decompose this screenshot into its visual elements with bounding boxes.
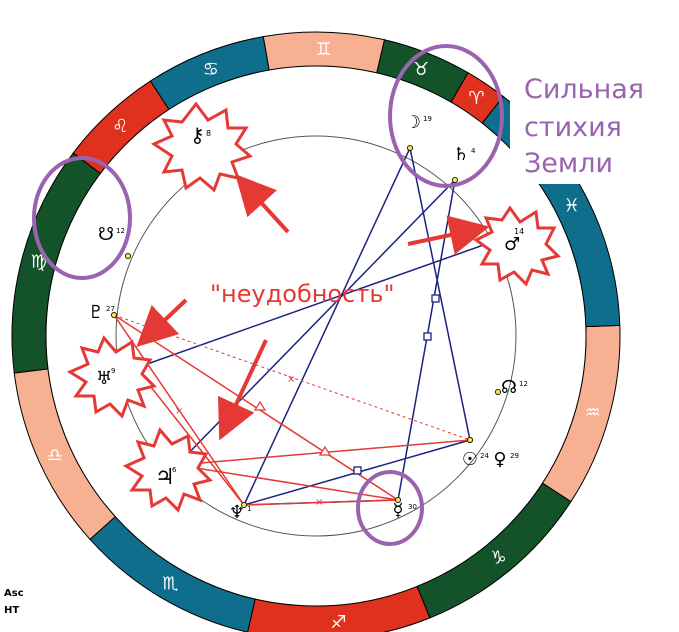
planet-marker-saturn [451, 176, 458, 183]
uranus-glyph: ♅ [96, 368, 112, 389]
planet-glyph-sun: ☉ [462, 449, 478, 470]
jupiter-degree: 6 [172, 466, 177, 474]
square-aspect-marker [431, 294, 440, 303]
ht-label: HT [4, 605, 20, 616]
aspect-line [243, 147, 411, 506]
planet-marker-moon [406, 144, 413, 151]
mars-glyph: ♂ [504, 234, 520, 255]
planet-glyph-neptune: ♆ [229, 502, 245, 523]
zodiac-glyph-gemini: ♊ [315, 39, 331, 60]
trine-aspect-marker [253, 400, 267, 411]
quincunx-marker: × [175, 406, 183, 417]
aspect-line [135, 241, 493, 369]
discomfort-label: "неудобность" [210, 280, 395, 308]
highlight-circle-virgo [32, 156, 132, 280]
zodiac-glyph-cancer: ♋ [203, 59, 219, 80]
planet-glyph-node-south: ☊ [501, 377, 517, 398]
uranus-degree: 9 [111, 367, 115, 375]
zodiac-glyph-libra: ♎ [47, 445, 63, 466]
planet-glyph-venus: ♀ [493, 449, 506, 470]
jupiter-glyph: ♃ [155, 465, 175, 490]
starburst-jupiter [122, 427, 213, 513]
chiron-degree: 8 [206, 129, 211, 138]
planet-degree-venus: 29 [510, 452, 519, 460]
planet-degree-mercury: 30 [408, 503, 417, 511]
zodiac-glyph-sagittarius: ♐ [330, 612, 346, 632]
starburst-chiron [150, 101, 253, 193]
starburst-uranus [66, 335, 157, 419]
square-aspect-marker [423, 332, 432, 341]
inner-circle-outer [45, 65, 587, 607]
arrow [136, 298, 188, 348]
zodiac-glyph-aries: ♈ [468, 88, 484, 109]
planet-marker-node-south [494, 388, 501, 395]
planet-marker-pluto [111, 311, 118, 318]
zodiac-glyph-pisces: ♓ [564, 196, 580, 217]
aspect-line [135, 367, 245, 506]
quincunx-marker: × [315, 497, 323, 508]
planet-glyph-saturn: ♄ [453, 144, 469, 165]
zodiac-glyph-leo: ♌ [112, 116, 128, 137]
arrows [136, 174, 490, 441]
mars-degree: 14 [514, 227, 524, 236]
planet-degree-neptune: 1 [247, 505, 251, 513]
highlight-circle-mercury [356, 470, 424, 546]
zodiac-glyph-virgo: ♍ [31, 252, 47, 273]
planet-degree-pluto: 27 [106, 305, 115, 313]
planet-glyph-moon: ☽ [405, 112, 421, 133]
planet-glyph-node-north: ☋ [98, 224, 114, 245]
earth-note-line-3: Земли [524, 148, 614, 179]
planet-degree-sun: 24 [480, 452, 489, 460]
asc-label: Asc [4, 588, 24, 599]
arrow [235, 174, 290, 234]
zodiac-glyph-capricorn: ♑ [490, 547, 506, 568]
aspect-line [113, 314, 245, 506]
aspect-line [243, 499, 399, 506]
highlight-circle-taurus [388, 44, 504, 188]
arrow [217, 339, 268, 441]
planet-marker-venus [466, 436, 473, 443]
quincunx-marker: × [287, 374, 295, 385]
square-aspect-marker [353, 466, 362, 475]
planet-marker-neptune [240, 501, 247, 508]
zodiac-glyph-taurus: ♉ [413, 59, 429, 80]
planet-marker-node-north [125, 252, 132, 259]
planet-glyph-pluto: ♇ [88, 302, 104, 323]
zodiac-glyph-scorpio: ♏ [162, 573, 178, 594]
earth-note: Сильная стихия Земли [510, 64, 668, 184]
zodiac-glyph-aquarius: ♒ [584, 403, 600, 424]
planet-degree-node-north: 12 [116, 227, 125, 235]
planet-degree-moon: 19 [423, 115, 432, 123]
earth-note-line-1: Сильная [524, 74, 645, 105]
planet-marker-mercury [394, 496, 401, 503]
planets: ☽19♄4☊12☉24♀29☿30♆1♇27☋12 [88, 112, 528, 523]
planet-degree-saturn: 4 [471, 147, 476, 155]
chiron-glyph: ⚷ [190, 123, 205, 147]
planet-glyph-mercury: ☿ [392, 500, 403, 521]
aspect-line [409, 147, 471, 441]
arrow [407, 215, 490, 255]
trine-aspect-marker [318, 445, 332, 456]
inner-circle-house [115, 135, 517, 537]
earth-note-line-2: стихия [524, 112, 622, 143]
planet-degree-node-south: 12 [519, 380, 528, 388]
